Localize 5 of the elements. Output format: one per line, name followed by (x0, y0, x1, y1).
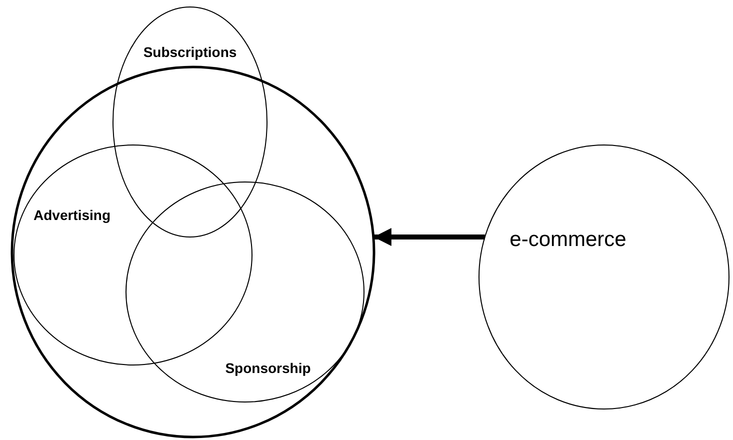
circle-label: Subscriptions (143, 44, 237, 60)
arrow (373, 228, 485, 246)
circle-label: Sponsorship (225, 360, 311, 376)
circle-label: e-commerce (510, 228, 626, 252)
circle-label: Advertising (34, 207, 110, 223)
